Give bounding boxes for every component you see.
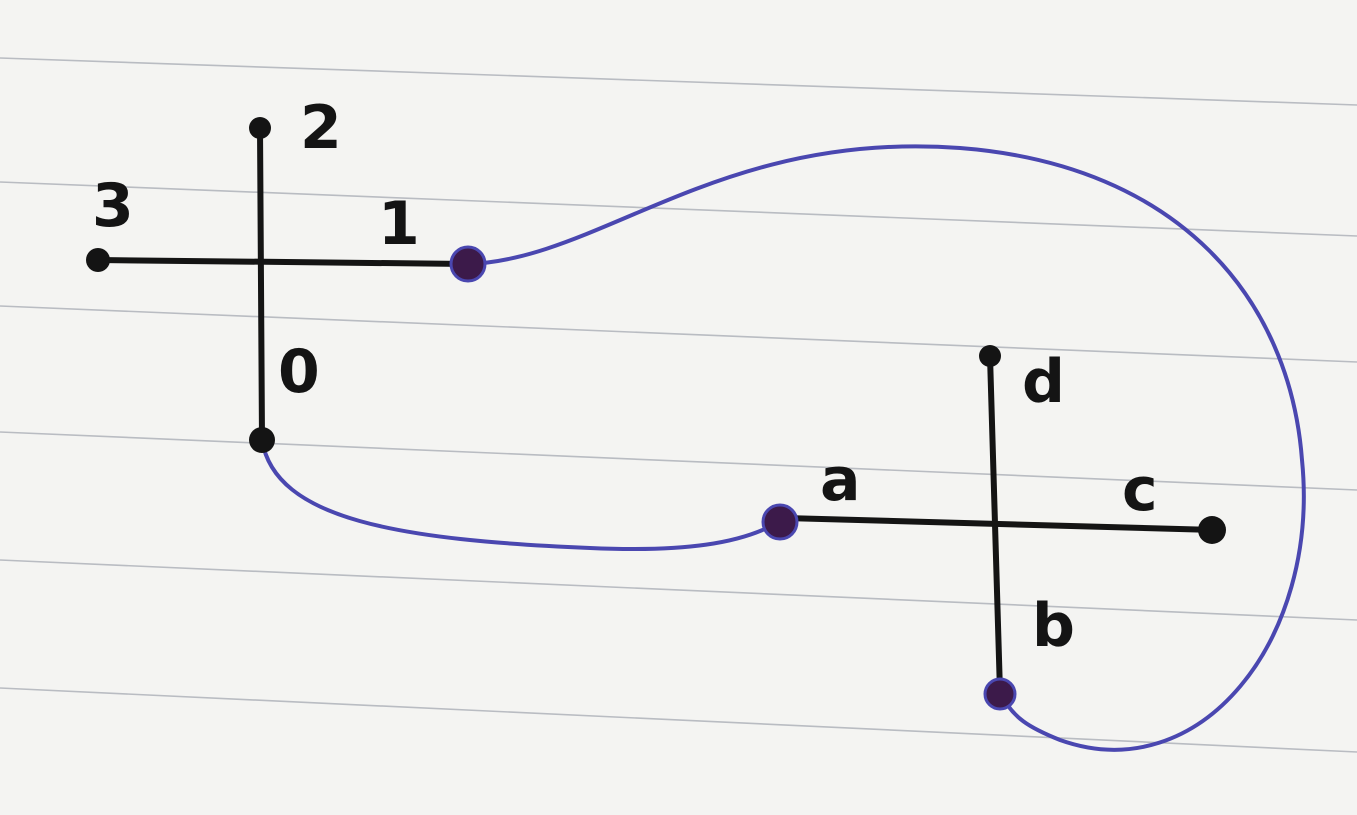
label-vertex-2: 2	[300, 93, 342, 163]
vertex-3	[86, 248, 110, 272]
label-vertex-b: b	[1032, 591, 1075, 661]
label-vertex-d: d	[1022, 347, 1065, 417]
vertex-2	[249, 117, 271, 139]
label-vertex-1: 1	[378, 189, 420, 259]
label-vertex-a: a	[820, 445, 861, 515]
label-vertex-3: 3	[92, 171, 134, 241]
edge-left-vertical	[257, 125, 265, 443]
vertex-1	[449, 245, 487, 283]
vertex-a	[761, 503, 799, 541]
ruled-line	[0, 559, 1357, 621]
edge-right-horizontal	[782, 515, 1218, 533]
edge-1-to-b	[466, 144, 1306, 752]
edge-0-to-a	[260, 438, 787, 552]
ruled-line	[0, 431, 1357, 491]
vertex-labels: 2 3 1 0 d a c b	[92, 93, 1158, 661]
vertex-0	[249, 427, 275, 453]
ruled-lines	[0, 57, 1357, 753]
vertex-d	[979, 345, 1001, 367]
ruled-line	[0, 181, 1357, 237]
vertex-b	[983, 677, 1017, 711]
label-vertex-c: c	[1122, 455, 1158, 525]
right-star	[782, 353, 1218, 695]
ruled-line	[0, 687, 1357, 753]
left-star	[95, 125, 471, 443]
ruled-line	[0, 57, 1357, 106]
ruled-line	[0, 305, 1357, 363]
edge-left-horizontal	[95, 257, 471, 267]
vertex-c	[1198, 516, 1226, 544]
edge-right-vertical	[987, 353, 1003, 695]
label-vertex-0: 0	[278, 337, 320, 407]
vertices	[86, 117, 1226, 711]
